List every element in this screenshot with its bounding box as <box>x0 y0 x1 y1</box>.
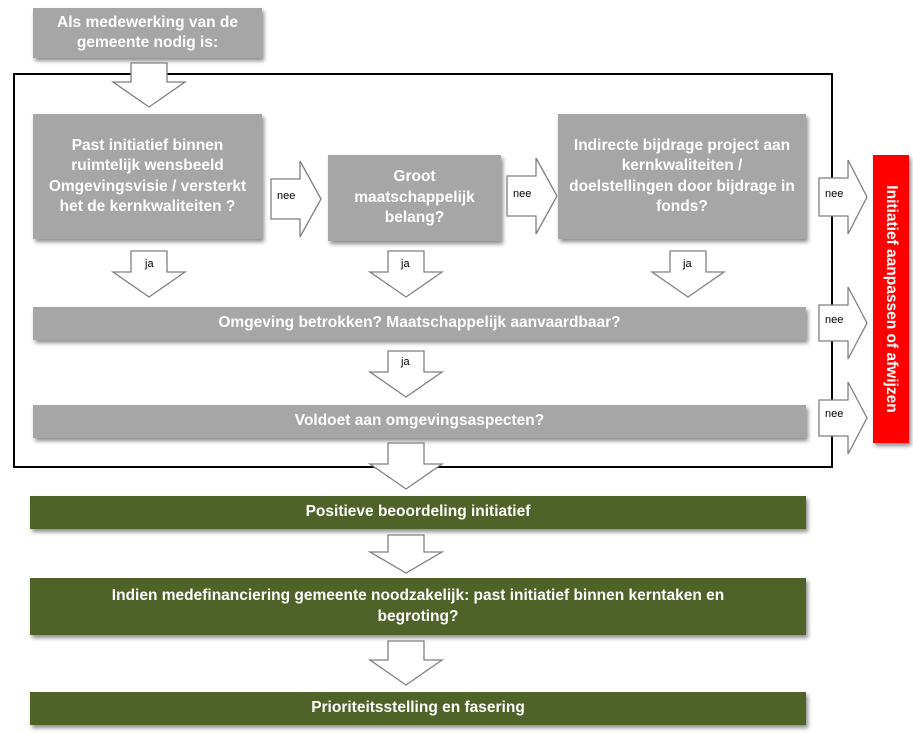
down-arrow-start <box>110 62 188 108</box>
no-label-5: nee <box>825 408 844 420</box>
question-social-interest: Groot maatschappelijk belang? <box>328 155 501 241</box>
yes-label-1: ja <box>145 258 154 270</box>
right-arrow-no-2 <box>506 157 558 235</box>
step-cofinancing-text: Indien medefinanciering gemeente noodzak… <box>111 587 725 625</box>
question-spatial-fit: Past initiatief binnen ruimtelijk wensbe… <box>33 114 262 239</box>
step-cofinancing: Indien medefinanciering gemeente noodzak… <box>30 578 806 635</box>
no-label-1: nee <box>277 190 296 202</box>
yes-label-2: ja <box>401 258 410 270</box>
right-arrow-no-1 <box>270 160 322 238</box>
right-arrow-no-5 <box>818 381 868 455</box>
no-label-3: nee <box>825 188 844 200</box>
no-label-4: nee <box>825 314 844 326</box>
step-prioritization: Prioriteitsstelling en fasering <box>30 692 806 725</box>
down-arrow-yes-4 <box>367 350 445 398</box>
reject-box-text: Initiatief aanpassen of afwijzen <box>883 185 900 413</box>
step-positive-assessment-text: Positieve beoordeling initiatief <box>305 503 531 521</box>
step-positive-assessment: Positieve beoordeling initiatief <box>30 496 806 529</box>
no-label-2: nee <box>513 188 532 200</box>
question-environment-involved: Omgeving betrokken? Maatschappelijk aanv… <box>33 307 806 340</box>
down-arrow-to-financing <box>367 534 445 574</box>
step-prioritization-text: Prioriteitsstelling en fasering <box>311 699 525 717</box>
question-spatial-fit-text: Past initiatief binnen ruimtelijk wensbe… <box>48 136 247 215</box>
right-arrow-no-4 <box>818 286 868 360</box>
down-arrow-yes-3 <box>649 250 727 298</box>
start-box-text: Als medewerking van de gemeente nodig is… <box>57 13 238 51</box>
down-arrow-to-priority <box>367 640 445 686</box>
question-environment-involved-text: Omgeving betrokken? Maatschappelijk aanv… <box>218 314 621 332</box>
down-arrow-yes-2 <box>367 250 445 298</box>
yes-label-4: ja <box>401 356 410 368</box>
question-indirect-contribution: Indirecte bijdrage project aan kernkwali… <box>558 114 806 239</box>
down-arrow-yes-1 <box>110 250 188 298</box>
start-box: Als medewerking van de gemeente nodig is… <box>33 8 262 58</box>
question-social-interest-text: Groot maatschappelijk belang? <box>354 168 475 227</box>
yes-label-3: ja <box>683 258 692 270</box>
right-arrow-no-3 <box>818 159 868 235</box>
question-environment-aspects: Voldoet aan omgevingsaspecten? <box>33 405 806 438</box>
question-environment-aspects-text: Voldoet aan omgevingsaspecten? <box>294 412 545 430</box>
question-indirect-contribution-text: Indirecte bijdrage project aan kernkwali… <box>569 136 795 215</box>
down-arrow-frame-out <box>367 442 445 490</box>
reject-box: Initiatief aanpassen of afwijzen <box>873 155 909 443</box>
